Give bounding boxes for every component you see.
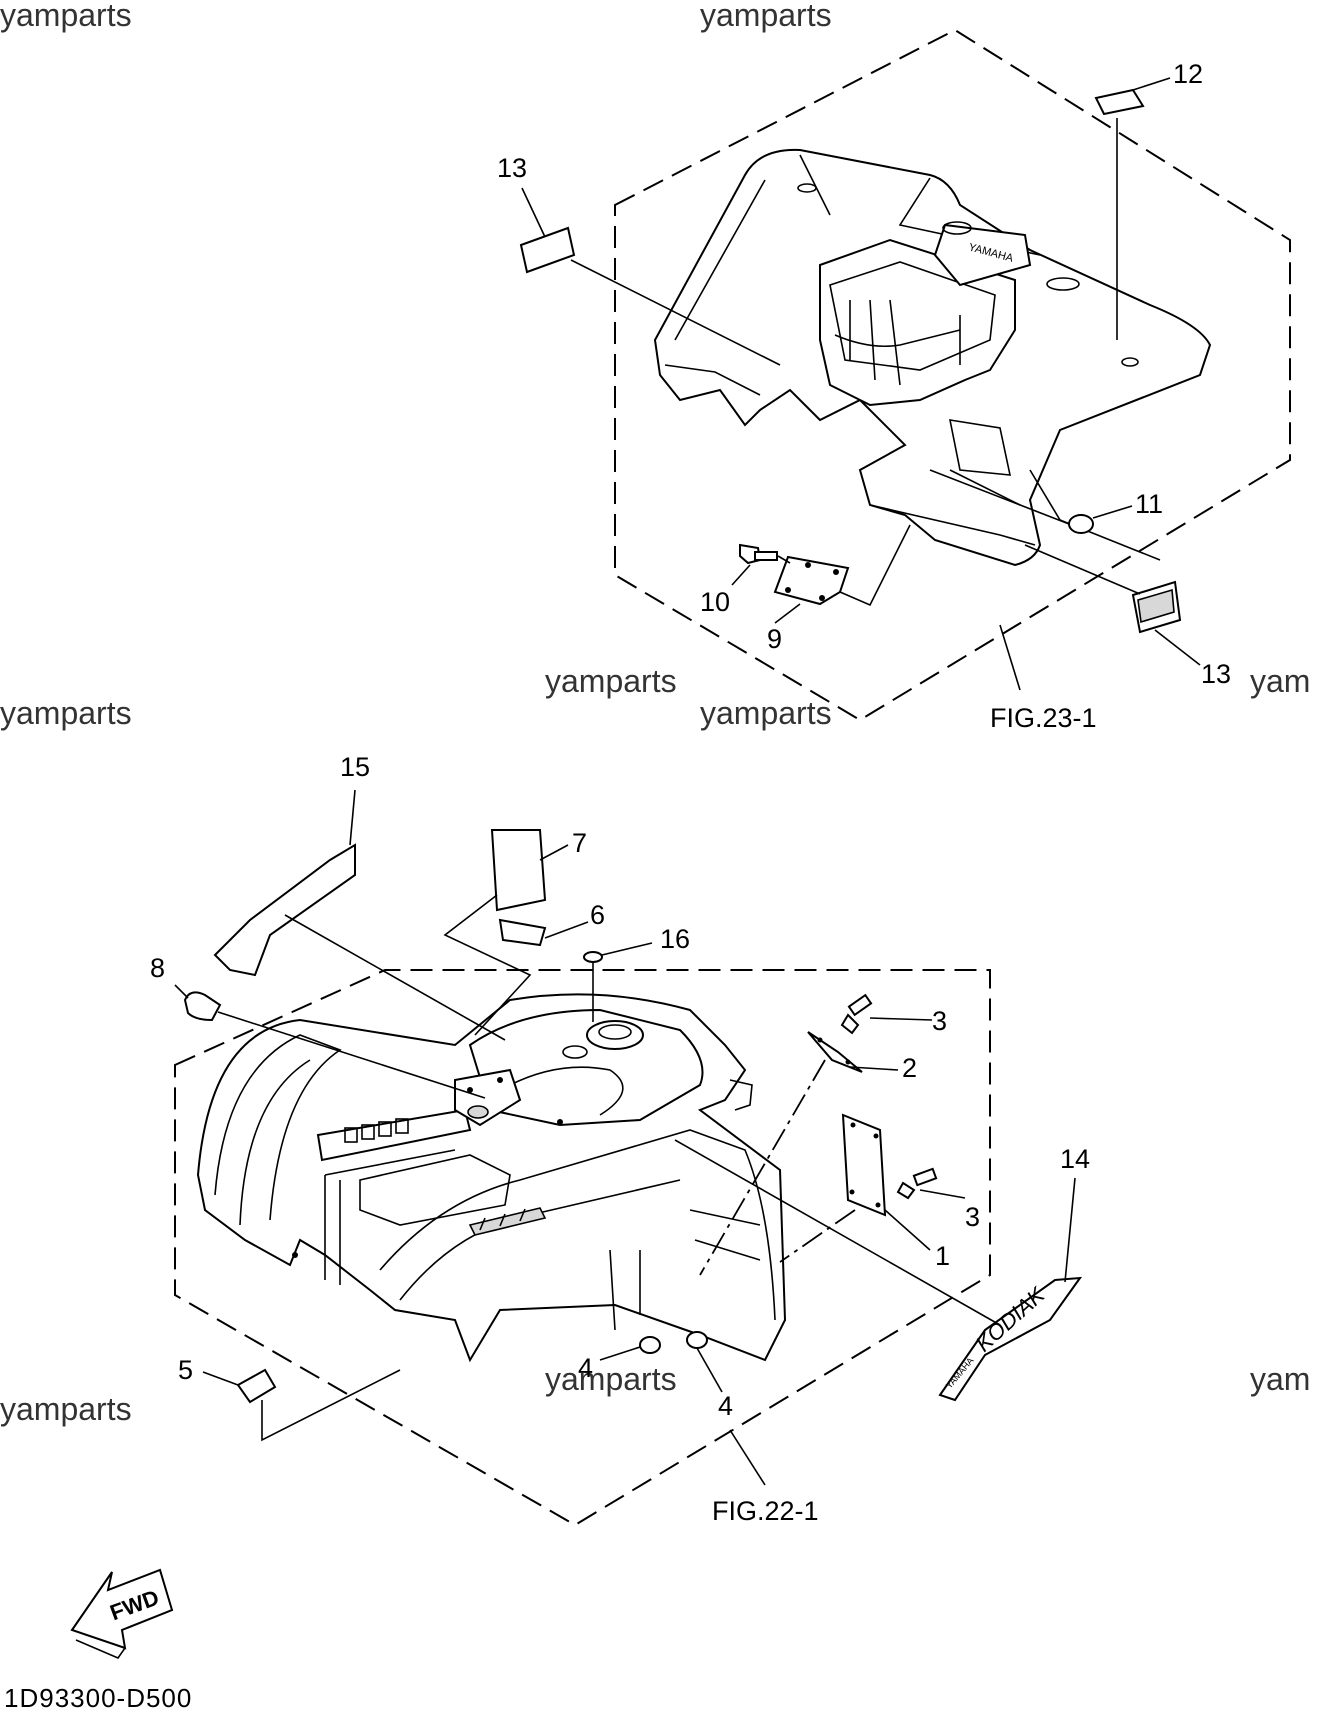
part-2-plate: 2	[699, 1031, 917, 1276]
watermark: yamparts	[545, 1361, 677, 1397]
part-13-label-left: 13	[497, 153, 781, 366]
part-4-grommets: 4 4	[578, 1331, 733, 1421]
part-16-cap: 16	[583, 924, 690, 1022]
decal-shape	[519, 226, 576, 274]
front-fender-assembly: 15 7 6 16 8	[150, 752, 1090, 1527]
part-6-decal: 6	[498, 900, 605, 947]
callout-14: 14	[1060, 1144, 1090, 1174]
callout-13: 13	[497, 153, 527, 183]
decal-shape	[213, 843, 356, 977]
tiedown-hole	[1046, 277, 1080, 291]
decal-shape	[236, 1368, 277, 1404]
callout-4: 4	[578, 1353, 593, 1383]
watermark: yam	[1250, 1361, 1310, 1397]
watermark-group: yamparts yamparts yamparts yamparts yamp…	[0, 0, 1310, 1427]
callout-15: 15	[340, 752, 370, 782]
plate-shape	[807, 1031, 863, 1073]
rear-assembly-boundary	[614, 28, 1291, 722]
part-8-cover: 8	[150, 953, 486, 1099]
watermark: yamparts	[700, 695, 832, 731]
front-fender	[196, 993, 787, 1363]
watermark: yamparts	[700, 0, 832, 33]
decal-shape	[938, 1276, 1083, 1402]
callout-16: 16	[660, 924, 690, 954]
front-assembly-boundary	[174, 969, 991, 1527]
callout-3: 3	[932, 1006, 947, 1036]
decal-shape	[498, 918, 547, 947]
part-10-clip: 10	[700, 543, 791, 617]
fwd-arrow: FWD	[70, 1568, 174, 1659]
callout-13: 13	[1201, 659, 1231, 689]
part-12-label: 12	[1094, 59, 1203, 340]
callout-6: 6	[590, 900, 605, 930]
watermark: yamparts	[0, 1391, 132, 1427]
watermark: yamparts	[0, 695, 132, 731]
watermark: yamparts	[0, 0, 132, 33]
callout-10: 10	[700, 587, 730, 617]
rear-fender: YAMAHA	[653, 148, 1212, 567]
part-13-badge-right: 13	[1024, 544, 1231, 689]
tiedown-hole	[1121, 357, 1139, 367]
watermark: yam	[1250, 663, 1310, 699]
callout-9: 9	[767, 624, 782, 654]
part-9-plate: 9	[767, 524, 911, 654]
callout-3: 3	[965, 1202, 980, 1232]
diagram-code: 1D93300-D500	[4, 1683, 192, 1713]
callout-8: 8	[150, 953, 165, 983]
figure-ref-front: FIG.22-1	[712, 1496, 819, 1526]
figure-ref-rear: FIG.23-1	[990, 703, 1097, 733]
callout-11: 11	[1135, 489, 1163, 519]
plate-shape	[773, 555, 850, 606]
callout-1: 1	[935, 1241, 950, 1271]
callout-2: 2	[902, 1053, 917, 1083]
rear-fender-assembly: YAMAHA 12 13 13	[497, 28, 1291, 733]
callout-4: 4	[718, 1391, 733, 1421]
decal-shape	[490, 829, 547, 912]
part-5-decal: 5	[178, 1355, 401, 1442]
callout-12: 12	[1173, 59, 1203, 89]
part-3-screw-upper: 3	[840, 993, 947, 1036]
tiedown-hole	[797, 183, 817, 193]
part-1-panel: 1	[779, 1113, 950, 1271]
callout-5: 5	[178, 1355, 193, 1385]
tiedown-hole	[942, 221, 972, 235]
part-11-grommet: 11	[929, 469, 1163, 534]
watermark: yamparts	[545, 663, 677, 699]
part-3-screw-lower: 3	[896, 1167, 980, 1232]
part-15-decal: 15	[213, 752, 506, 1041]
panel-shape	[841, 1113, 887, 1217]
part-7-decal: 7	[443, 828, 587, 1036]
callout-7: 7	[572, 828, 587, 858]
decal-shape	[1094, 88, 1145, 116]
